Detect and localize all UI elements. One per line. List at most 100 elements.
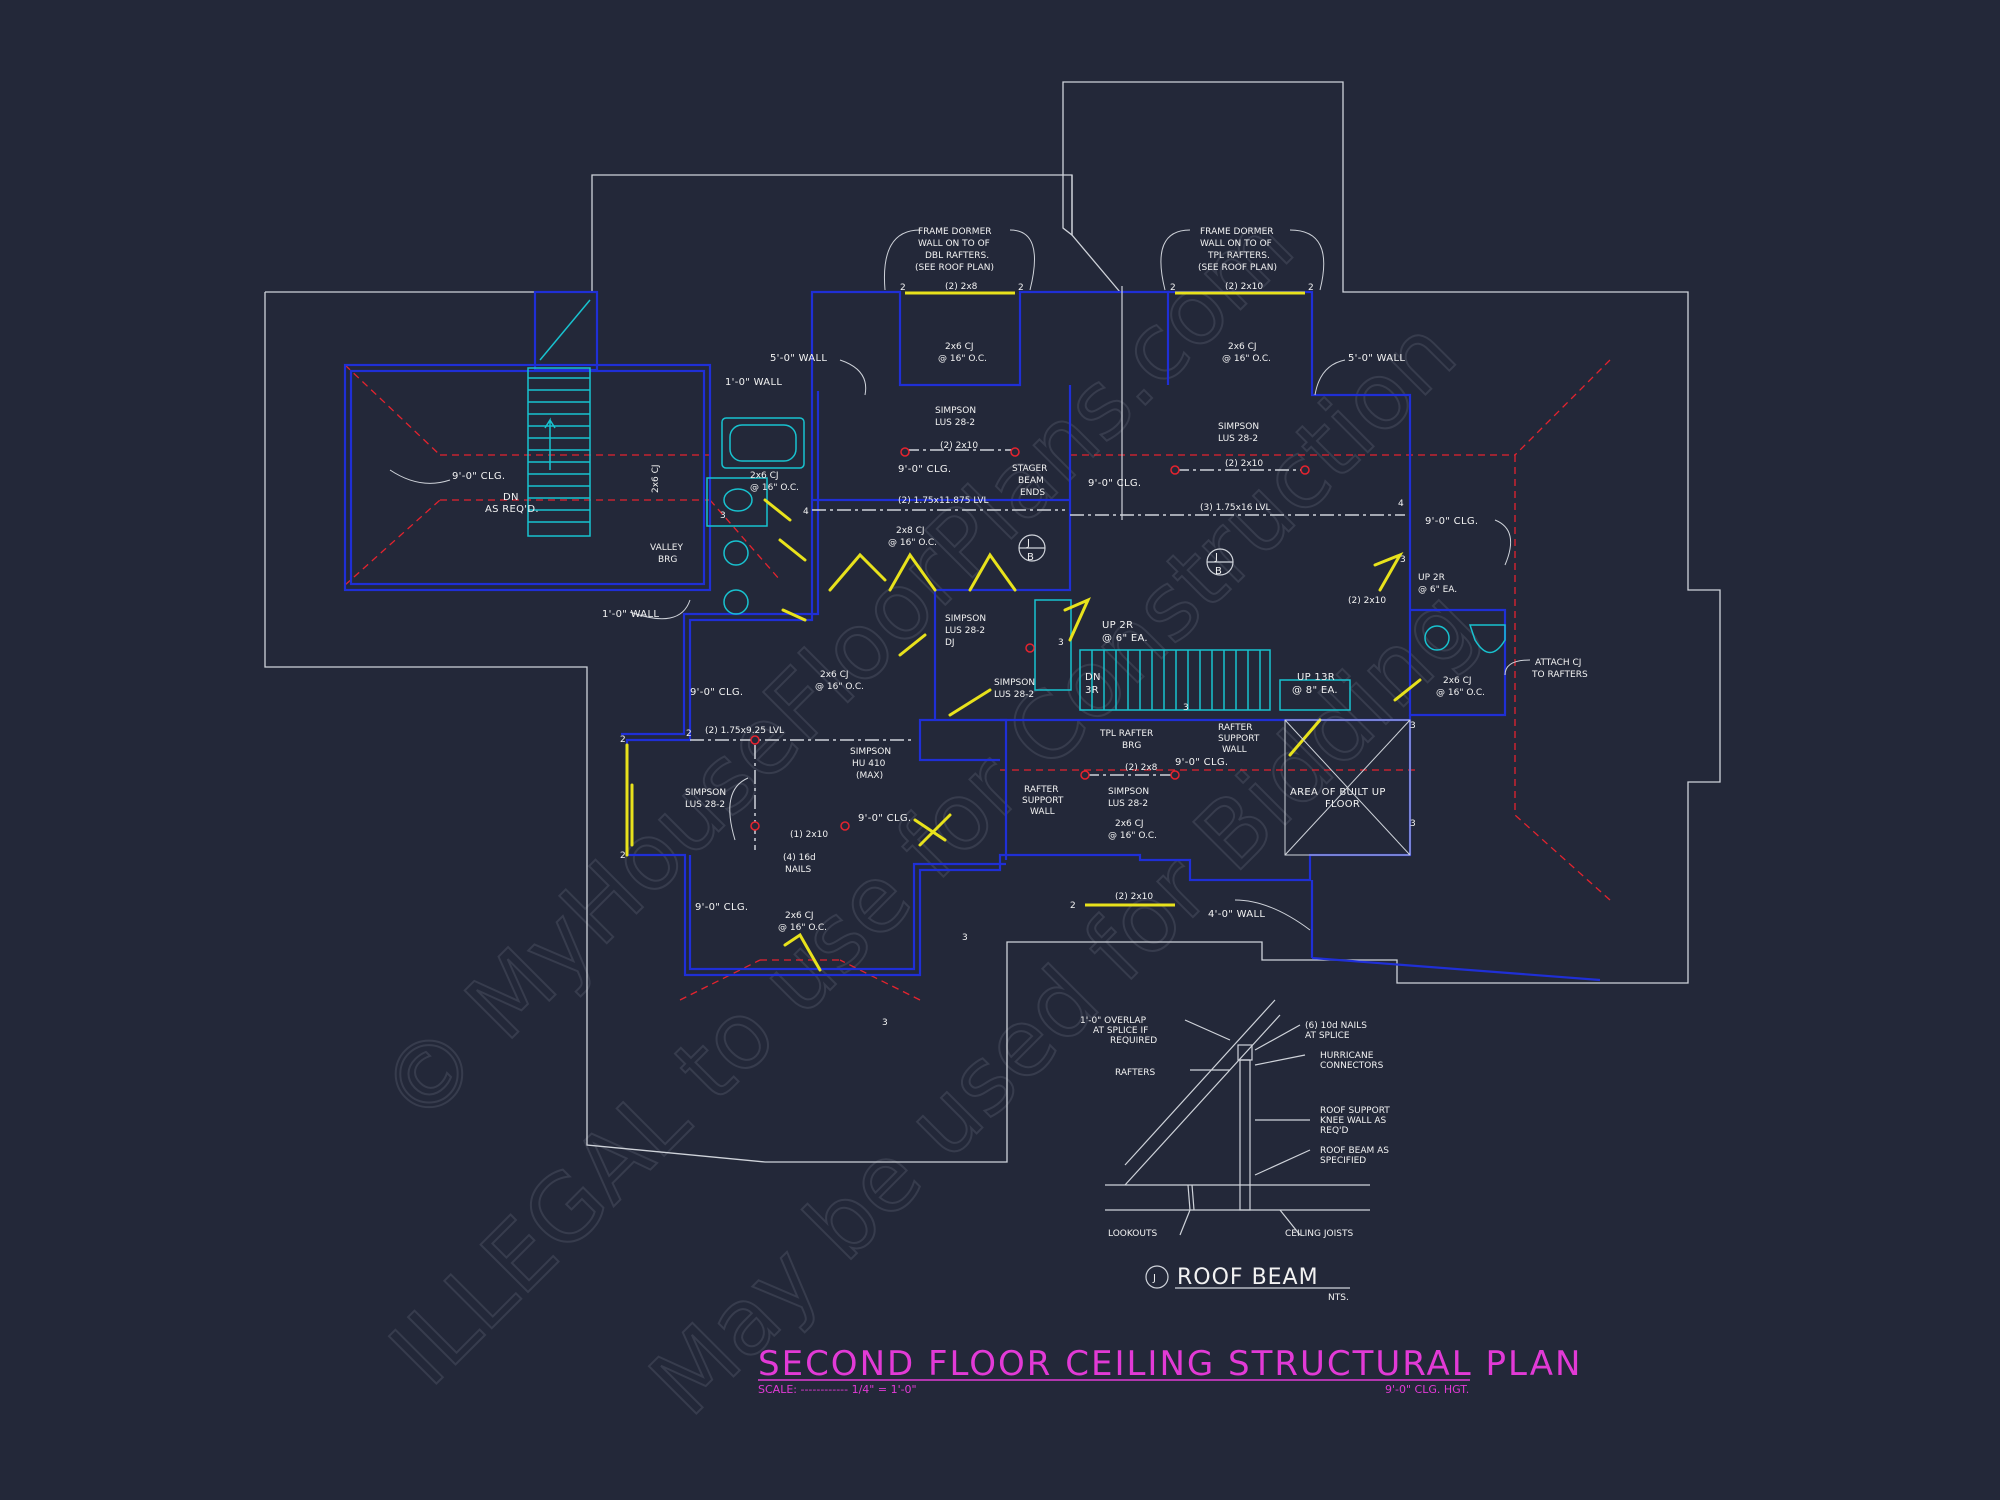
rafter-support-b-1: RAFTER bbox=[1024, 785, 1059, 795]
num-3-d: 3 bbox=[1410, 819, 1416, 829]
beams bbox=[690, 449, 1405, 850]
detail-ceiling-joists: CEILING JOISTS bbox=[1285, 1229, 1353, 1239]
cj-mid-oc: @ 16" O.C. bbox=[1108, 831, 1157, 841]
header-2x10-right: (2) 2x10 bbox=[1348, 596, 1386, 606]
dormer-right-2: WALL ON TO OF bbox=[1200, 239, 1272, 249]
detail-hurricane-2: CONNECTORS bbox=[1320, 1061, 1384, 1071]
doors bbox=[625, 498, 1422, 972]
up-2r-center-2: @ 6" EA. bbox=[1102, 633, 1148, 644]
tpl-rafter-2: BRG bbox=[1122, 741, 1141, 751]
num-2-f: 2 bbox=[620, 851, 626, 861]
clg-left-room: 9'-0" CLG. bbox=[690, 687, 743, 698]
clg-center: 9'-0" CLG. bbox=[1088, 478, 1141, 489]
header-2x8-top: (2) 2x8 bbox=[945, 282, 978, 292]
cj-left-wing: 2x6 CJ bbox=[651, 464, 661, 493]
attach-cj-1: ATTACH CJ bbox=[1535, 658, 1581, 668]
nails-1: (4) 16d bbox=[783, 853, 816, 863]
simpson-dj-2: LUS 28-2 bbox=[945, 626, 985, 636]
num-2-b: 2 bbox=[1018, 283, 1024, 293]
simpson-d-2: LUS 28-2 bbox=[685, 800, 725, 810]
clg-bath: 9'-0" CLG. bbox=[898, 464, 951, 475]
simpson-e-1: SIMPSON bbox=[1108, 787, 1149, 797]
clg-mid: 9'-0" CLG. bbox=[1175, 757, 1228, 768]
detail-nails-1: (6) 10d NAILS bbox=[1305, 1021, 1367, 1031]
stager-3: ENDS bbox=[1020, 488, 1045, 498]
num-3-a: 3 bbox=[720, 511, 726, 521]
detail-hurricane-1: HURRICANE bbox=[1320, 1051, 1374, 1061]
detail-roofbeam-1: ROOF BEAM AS bbox=[1320, 1146, 1389, 1156]
detail-overlap-3: REQUIRED bbox=[1110, 1036, 1157, 1046]
marker-j-label: J bbox=[1026, 538, 1030, 549]
detail-knee-2: KNEE WALL AS bbox=[1320, 1116, 1386, 1126]
dormer-right-3: TPL RAFTERS. bbox=[1207, 251, 1270, 261]
detail-nails-2: AT SPLICE bbox=[1305, 1031, 1350, 1041]
up-2r-right-2: @ 6" EA. bbox=[1418, 585, 1457, 595]
detail-rafters: RAFTERS bbox=[1115, 1068, 1156, 1078]
num-3-b: 3 bbox=[1400, 555, 1406, 565]
simpson-a-2: LUS 28-2 bbox=[935, 418, 975, 428]
cj-bath-oc: @ 16" O.C. bbox=[750, 483, 799, 493]
marker-b-label: B bbox=[1027, 552, 1034, 563]
built-up-area-box bbox=[1284, 719, 1411, 856]
num-2-g: 2 bbox=[686, 729, 692, 739]
num-2-d: 2 bbox=[1308, 283, 1314, 293]
dn-label: DN bbox=[503, 492, 519, 503]
rafter-support-a-3: WALL bbox=[1222, 745, 1247, 755]
clg-right: 9'-0" CLG. bbox=[1425, 516, 1478, 527]
marker-b2-label: B bbox=[1215, 566, 1222, 577]
cj-top-left-oc: @ 16" O.C. bbox=[938, 354, 987, 364]
num-2-a: 2 bbox=[900, 283, 906, 293]
up-13r-1: UP 13R bbox=[1297, 672, 1335, 683]
attach-cj-2: TO RAFTERS bbox=[1531, 670, 1588, 680]
num-3-c: 3 bbox=[1410, 721, 1416, 731]
detail-roofbeam-2: SPECIFIED bbox=[1320, 1156, 1366, 1166]
valley-brg-2: BRG bbox=[658, 555, 677, 565]
simpson-c-2: LUS 28-2 bbox=[994, 690, 1034, 700]
cj-bottom: 2x6 CJ bbox=[785, 911, 814, 921]
dormer-right-1: FRAME DORMER bbox=[1200, 227, 1274, 237]
num-3-g: 3 bbox=[962, 933, 968, 943]
rafter-support-b-3: WALL bbox=[1030, 807, 1055, 817]
simpson-dj-1: SIMPSON bbox=[945, 614, 986, 624]
clg-mid-left: 9'-0" CLG. bbox=[858, 813, 911, 824]
roof-beam-detail bbox=[1105, 999, 1370, 1289]
cj-mid: 2x6 CJ bbox=[1115, 819, 1144, 829]
scale-label: SCALE: ------------ 1/4" = 1'-0" bbox=[758, 1383, 917, 1396]
cj-right-bath-oc: @ 16" O.C. bbox=[1436, 688, 1485, 698]
stager-1: STAGER bbox=[1012, 464, 1047, 474]
detail-knee-3: REQ'D bbox=[1320, 1126, 1348, 1136]
header-2x8-mid: (2) 2x8 bbox=[1125, 763, 1158, 773]
simpson-a-1: SIMPSON bbox=[935, 406, 976, 416]
section-markers bbox=[1018, 286, 1234, 576]
num-2-e: 2 bbox=[620, 735, 626, 745]
simpson-b-2: LUS 28-2 bbox=[1218, 434, 1258, 444]
cj-top-left: 2x6 CJ bbox=[945, 342, 974, 352]
detail-marker: J bbox=[1152, 1273, 1156, 1284]
detail-overlap-2: AT SPLICE IF bbox=[1093, 1026, 1148, 1036]
cj-top-right-oc: @ 16" O.C. bbox=[1222, 354, 1271, 364]
stager-2: BEAM bbox=[1018, 476, 1044, 486]
cj-top-right: 2x6 CJ bbox=[1228, 342, 1257, 352]
tpl-rafter-1: TPL RAFTER bbox=[1099, 729, 1153, 739]
num-4-b: 4 bbox=[1398, 499, 1404, 509]
detail-overlap-1: 1'-0" OVERLAP bbox=[1080, 1016, 1147, 1026]
hangers bbox=[750, 447, 1310, 831]
dormer-right-4: (SEE ROOF PLAN) bbox=[1198, 263, 1277, 273]
simpson-hu-2: HU 410 bbox=[852, 759, 886, 769]
num-2-c: 2 bbox=[1170, 283, 1176, 293]
up-2r-center-1: UP 2R bbox=[1102, 620, 1133, 631]
num-2-h: 2 bbox=[1070, 901, 1076, 911]
simpson-b-1: SIMPSON bbox=[1218, 422, 1259, 432]
wall-4ft: 4'-0" WALL bbox=[1208, 909, 1265, 920]
dormer-left-4: (SEE ROOF PLAN) bbox=[915, 263, 994, 273]
lvl-925: (2) 1.75x9.25 LVL bbox=[705, 726, 784, 736]
header-1-2x10: (1) 2x10 bbox=[790, 830, 828, 840]
dormer-left-3: DBL RAFTERS. bbox=[925, 251, 989, 261]
clg-bottom: 9'-0" CLG. bbox=[695, 902, 748, 913]
num-4-a: 4 bbox=[803, 507, 809, 517]
dormer-left-1: FRAME DORMER bbox=[918, 227, 992, 237]
detail-knee-1: ROOF SUPPORT bbox=[1320, 1106, 1390, 1116]
simpson-hu-3: (MAX) bbox=[856, 771, 883, 781]
dn-3r-2: 3R bbox=[1085, 685, 1099, 696]
cj-right-bath: 2x6 CJ bbox=[1443, 676, 1472, 686]
